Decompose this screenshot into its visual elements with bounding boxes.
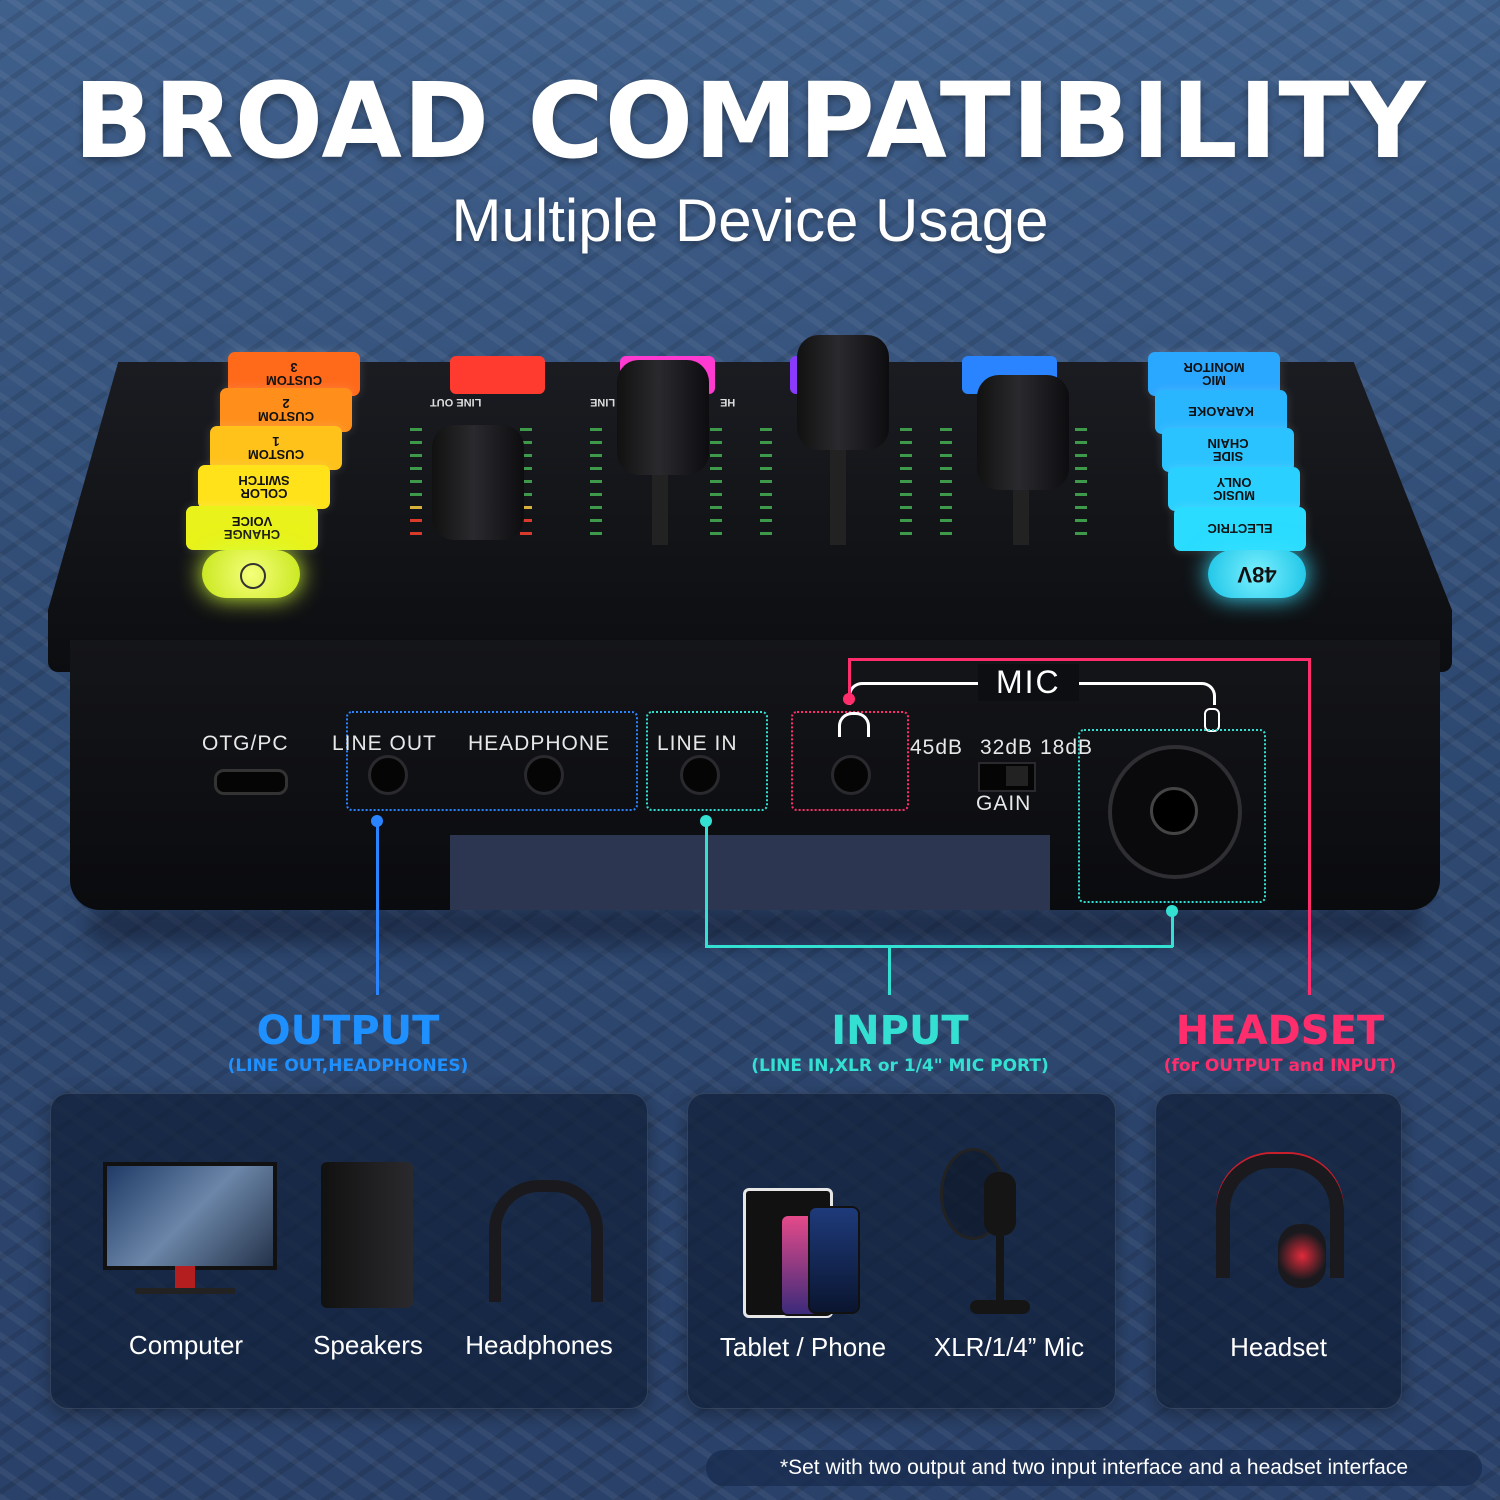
line-out-channel-label: LINE OUT xyxy=(430,396,482,408)
mic-label: MIC xyxy=(978,664,1079,701)
device-shadow xyxy=(90,905,1420,945)
computer-label: Computer xyxy=(128,1330,244,1360)
fader-track xyxy=(830,450,846,545)
phantom-48v-button[interactable]: 48V xyxy=(1208,550,1306,598)
input-category-subtitle: (LINE IN,XLR or 1/4" MIC PORT) xyxy=(751,1056,1049,1076)
line-channel-label: LINE xyxy=(590,396,616,408)
line-out-fader-knob[interactable] xyxy=(432,425,524,540)
headset-earcup xyxy=(1278,1224,1326,1288)
output-category-title: OUTPUT xyxy=(256,1008,440,1054)
gain-label: GAIN xyxy=(976,792,1032,815)
output-port-group xyxy=(346,711,638,811)
output-category-subtitle: (LINE OUT,HEADPHONES) xyxy=(227,1056,469,1076)
headphone-fader-knob[interactable] xyxy=(617,360,709,475)
headset-connector-line xyxy=(848,660,851,698)
sun-effect-button[interactable] xyxy=(202,550,300,598)
phone-image xyxy=(808,1206,860,1314)
level-meter xyxy=(410,428,422,545)
headset-devices-panel: Headset xyxy=(1155,1093,1402,1409)
input-devices-panel: Tablet / Phone XLR/1/4” Mic xyxy=(687,1093,1116,1409)
sun-icon xyxy=(240,563,266,589)
input-connector-bar xyxy=(705,945,1173,948)
otg-pc-label: OTG/PC xyxy=(202,732,289,755)
xlr-connector-dot xyxy=(1166,905,1178,917)
speakers-label: Speakers xyxy=(313,1330,423,1360)
usb-c-port[interactable] xyxy=(214,769,288,795)
xlr-mic-label: XLR/1/4” Mic xyxy=(933,1332,1085,1362)
level-meter xyxy=(710,428,722,545)
headset-label: Headset xyxy=(1230,1332,1327,1362)
headphone-port-label: HEADPHONE xyxy=(468,732,611,755)
xlr-center-socket xyxy=(1150,787,1198,835)
input-connector-stem xyxy=(888,945,891,995)
xlr-microphone-image xyxy=(984,1172,1016,1236)
headphones-label: Headphones xyxy=(465,1330,613,1360)
microphone-icon xyxy=(1204,708,1220,732)
headset-connector-bar xyxy=(848,658,1310,661)
xlr-connector-line xyxy=(1171,910,1174,947)
electric-button[interactable]: ELECTRIC xyxy=(1174,507,1306,551)
gain-switch[interactable] xyxy=(978,762,1036,792)
line-in-port-group xyxy=(646,711,768,811)
input-category-title: INPUT xyxy=(831,1008,969,1054)
fader-track xyxy=(652,475,668,545)
level-meter xyxy=(520,428,532,545)
mixer-base-notch xyxy=(450,835,1050,910)
gain-switch-handle xyxy=(1006,766,1028,786)
line-out-jack[interactable] xyxy=(368,755,408,795)
footnote: *Set with two output and two input inter… xyxy=(706,1450,1482,1486)
gain-45db-label: 45dB xyxy=(910,736,964,759)
headphone-jack[interactable] xyxy=(524,755,564,795)
mic-stand xyxy=(996,1236,1004,1302)
line-in-jack[interactable] xyxy=(680,755,720,795)
line-out-mute-button[interactable] xyxy=(450,356,545,394)
headset-category-subtitle: (for OUTPUT and INPUT) xyxy=(1163,1056,1397,1076)
output-connector-line xyxy=(376,820,379,995)
line-in-connector-dot xyxy=(700,815,712,827)
tablet-phone-label: Tablet / Phone xyxy=(719,1332,887,1362)
line-in-port-label: LINE IN xyxy=(657,732,738,755)
mic-fader-knob[interactable] xyxy=(977,375,1069,490)
page-subtitle: Multiple Device Usage xyxy=(451,187,1049,254)
output-devices-panel: Computer Speakers Headphones xyxy=(50,1093,648,1409)
monitor-stand xyxy=(175,1266,195,1288)
computer-monitor-image xyxy=(103,1162,277,1270)
speaker-image xyxy=(321,1162,413,1308)
output-connector-dot xyxy=(371,815,383,827)
headset-jack[interactable] xyxy=(831,755,871,795)
page-title: BROAD COMPATIBILITY xyxy=(73,60,1427,182)
fader-track xyxy=(1013,490,1029,545)
line-in-fader-knob[interactable] xyxy=(797,335,889,450)
xlr-port-group xyxy=(1078,729,1266,903)
line-in-connector-line xyxy=(705,820,708,947)
headphones-image xyxy=(489,1180,603,1302)
gain-32db-label: 32dB xyxy=(980,736,1034,759)
monitor-base xyxy=(135,1288,235,1294)
line-out-port-label: LINE OUT xyxy=(332,732,437,755)
headphone-channel-label: HE xyxy=(720,396,736,408)
level-meter xyxy=(590,428,602,545)
headset-category-title: HEADSET xyxy=(1175,1008,1385,1054)
xlr-combo-jack[interactable] xyxy=(1108,745,1242,879)
headset-icon xyxy=(838,712,870,737)
level-meter xyxy=(900,428,912,545)
headset-connector-stem xyxy=(1308,658,1311,995)
level-meter xyxy=(760,428,772,545)
headset-connector-dot xyxy=(843,693,855,705)
level-meter xyxy=(940,428,952,545)
mic-stand-base xyxy=(970,1300,1030,1314)
level-meter xyxy=(1075,428,1087,545)
